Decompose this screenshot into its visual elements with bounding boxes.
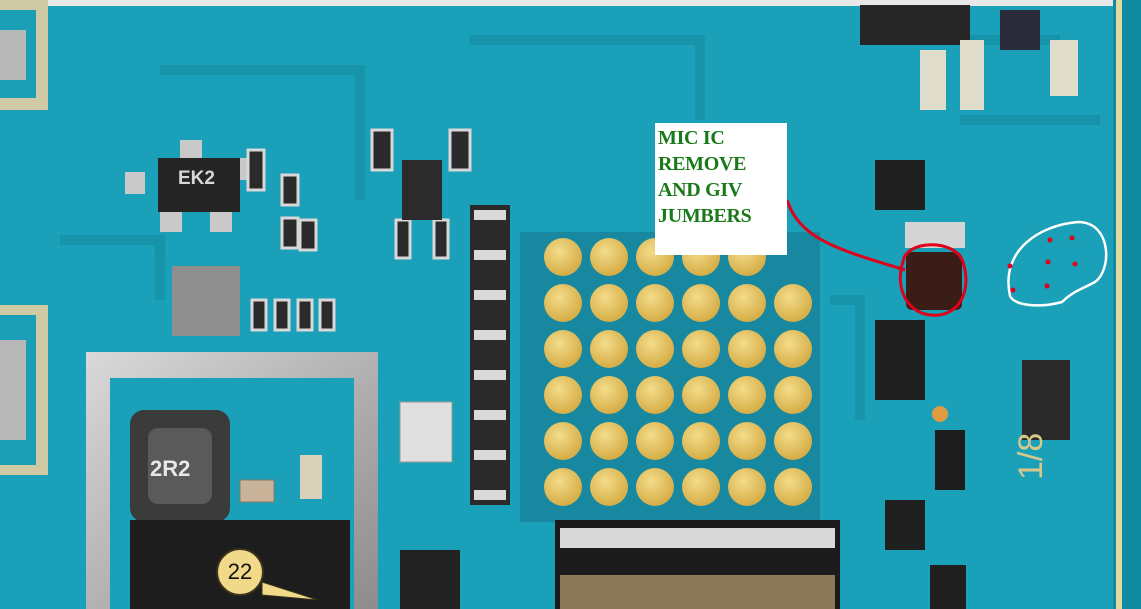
mic-ic-location <box>906 252 962 310</box>
bottom-ic <box>400 550 460 609</box>
jumper-dots <box>1007 235 1078 293</box>
jumper-area-outline <box>1007 220 1108 307</box>
inductor-marking-2r2: 2R2 <box>150 456 191 481</box>
ic-marking-ek2: EK2 <box>178 168 215 189</box>
annotation-line-3: AND GIV <box>658 179 743 201</box>
left-connector-top <box>0 0 48 110</box>
annotation-line-4: JUMBERS <box>658 205 752 227</box>
edge-stripe <box>1116 0 1122 609</box>
top-edge <box>0 0 1141 6</box>
white-capacitor <box>399 401 453 463</box>
right-components <box>860 5 1078 609</box>
board-mark: 1/8 <box>1012 432 1050 480</box>
grey-ic <box>172 266 240 336</box>
bottom-connector <box>555 520 840 609</box>
annotation-line-1: MIC IC <box>658 127 725 149</box>
bga-pad-grid <box>520 232 820 522</box>
small-ic <box>402 160 442 220</box>
annotation-note: MIC IC REMOVE AND GIV JUMBERS <box>655 123 787 255</box>
resistor-column <box>470 205 510 505</box>
annotation-arrow <box>785 199 906 272</box>
left-connector-bottom <box>0 305 48 475</box>
mic-ic-outline <box>898 243 968 317</box>
passive-components <box>246 128 472 332</box>
marker-pointer <box>261 581 319 601</box>
annotation-line-2: REMOVE <box>658 153 747 175</box>
callout-marker-22: 22 <box>216 548 264 596</box>
